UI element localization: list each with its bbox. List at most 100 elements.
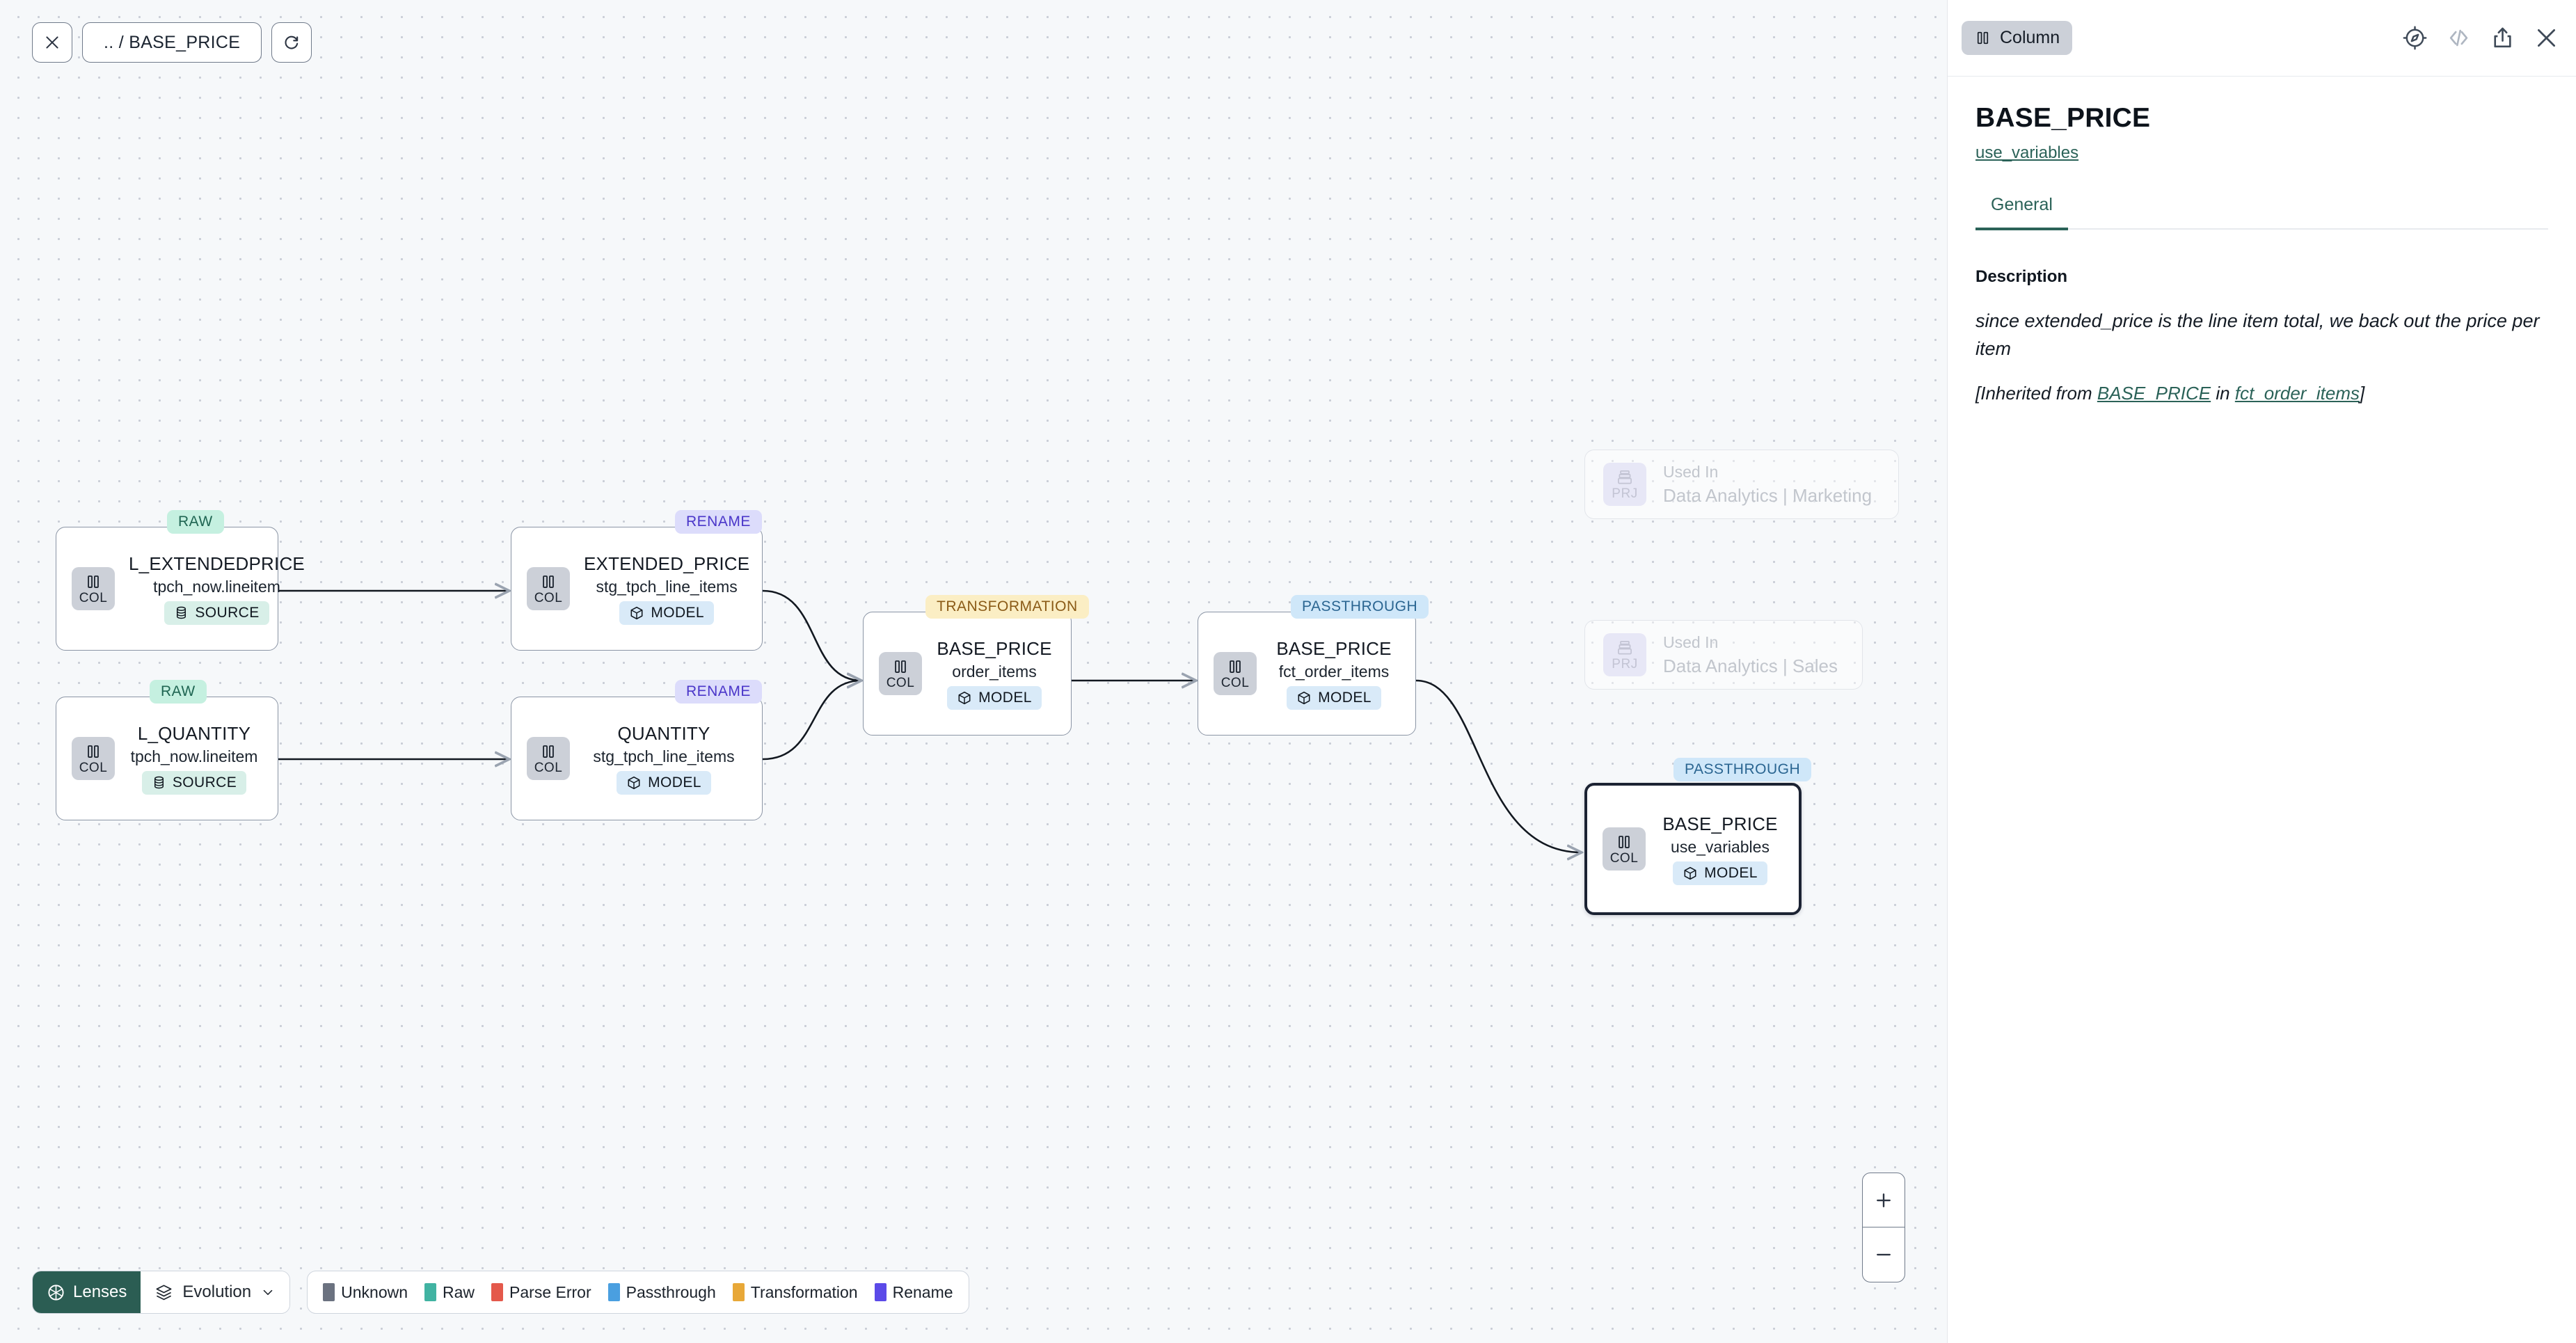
description-section: Description since extended_price is the … bbox=[1975, 267, 2548, 404]
node-title: EXTENDED_PRICE bbox=[584, 553, 750, 574]
node-type-label: PRJ bbox=[1612, 486, 1638, 501]
lenses-label: Lenses bbox=[73, 1282, 127, 1301]
explore-button[interactable] bbox=[2402, 25, 2428, 51]
node-type-chip: COL bbox=[1214, 652, 1257, 695]
columns-icon bbox=[1977, 31, 1989, 45]
node-materialization-label: MODEL bbox=[978, 689, 1032, 706]
refresh-button[interactable] bbox=[271, 22, 312, 63]
view-code-button[interactable] bbox=[2446, 25, 2472, 51]
columns-icon bbox=[1230, 660, 1241, 673]
page-title: BASE_PRICE bbox=[1975, 103, 2151, 133]
lens-selector-group: Lenses Evolution bbox=[32, 1271, 291, 1314]
node-title: BASE_PRICE bbox=[1276, 637, 1392, 659]
zoom-out-button[interactable] bbox=[1863, 1227, 1905, 1282]
node-type-label: COL bbox=[1221, 676, 1250, 690]
code-icon bbox=[2449, 29, 2468, 47]
lineage-legend: Unknown Raw Parse Error Passthrough Transfor… bbox=[307, 1271, 969, 1314]
node-type-label: COL bbox=[534, 591, 563, 605]
node-subtitle: stg_tpch_line_items bbox=[596, 577, 738, 596]
panel-action-buttons bbox=[2402, 25, 2563, 51]
legend-swatch bbox=[323, 1283, 335, 1301]
cube-icon bbox=[1684, 866, 1696, 880]
minus-icon bbox=[1877, 1253, 1891, 1256]
lens-tag-transform: TRANSFORMATION bbox=[925, 595, 1089, 619]
node-title: BASE_PRICE bbox=[937, 637, 1052, 659]
legend-item-unknown[interactable]: Unknown bbox=[323, 1283, 408, 1302]
entity-kind-label: Column bbox=[2000, 28, 2060, 47]
database-icon bbox=[177, 606, 186, 619]
used-in-label: Used In bbox=[1663, 633, 1719, 651]
node-materialization-label: SOURCE bbox=[195, 604, 260, 621]
node-subtitle: use_variables bbox=[1671, 837, 1770, 856]
evolution-label: Evolution bbox=[182, 1282, 252, 1301]
project-icon bbox=[1618, 641, 1632, 655]
graph-toolbar: .. / BASE_PRICE bbox=[32, 22, 312, 63]
zoom-in-button[interactable] bbox=[1863, 1173, 1905, 1227]
node-type-chip: COL bbox=[1603, 827, 1646, 871]
node-type-chip: COL bbox=[72, 737, 115, 780]
database-icon bbox=[154, 776, 164, 789]
node-title: L_EXTENDEDPRICE bbox=[129, 553, 305, 574]
tab-general[interactable]: General bbox=[1975, 195, 2068, 230]
inherited-column-link[interactable]: BASE_PRICE bbox=[2097, 382, 2211, 404]
description-inherited-note: [Inherited from BASE_PRICE in fct_order_… bbox=[1975, 383, 2548, 404]
node-subtitle: fct_order_items bbox=[1278, 662, 1390, 681]
entity-kind-badge: Column bbox=[1962, 21, 2073, 55]
close-graph-button[interactable] bbox=[32, 22, 72, 63]
aperture-icon bbox=[48, 1284, 64, 1301]
node-title: L_QUANTITY bbox=[137, 722, 251, 744]
lens-tag-raw: RAW bbox=[150, 680, 207, 704]
inherited-suffix: ] bbox=[2360, 382, 2365, 404]
node-materialization-label: MODEL bbox=[1318, 689, 1372, 706]
graph-node-used-in-marketing[interactable]: PRJ Used In Data Analytics | Marketing bbox=[1584, 450, 1899, 519]
share-button[interactable] bbox=[2490, 25, 2515, 51]
legend-item-transformation[interactable]: Transformation bbox=[732, 1283, 858, 1302]
legend-swatch bbox=[732, 1283, 745, 1301]
legend-swatch bbox=[491, 1283, 504, 1301]
breadcrumb[interactable]: .. / BASE_PRICE bbox=[82, 22, 262, 63]
columns-icon bbox=[895, 660, 906, 673]
node-type-label: COL bbox=[534, 761, 563, 775]
node-type-label: COL bbox=[886, 676, 915, 690]
refresh-icon bbox=[285, 35, 299, 49]
lens-tag-pass: PASSTHROUGH bbox=[1673, 758, 1812, 781]
legend-label: Parse Error bbox=[509, 1282, 591, 1301]
legend-swatch bbox=[424, 1283, 437, 1301]
lenses-button[interactable]: Lenses bbox=[33, 1271, 141, 1313]
evolution-selector[interactable]: Evolution bbox=[141, 1271, 290, 1313]
close-panel-button[interactable] bbox=[2534, 25, 2559, 51]
cube-icon bbox=[628, 776, 640, 789]
node-materialization-badge: MODEL bbox=[617, 770, 711, 795]
node-subtitle: tpch_now.lineitem bbox=[153, 577, 280, 596]
used-in-project: Data Analytics | Marketing bbox=[1663, 484, 1873, 506]
node-materialization-badge: MODEL bbox=[947, 685, 1042, 710]
lens-tag-pass: PASSTHROUGH bbox=[1291, 595, 1429, 619]
detail-panel-header: Column bbox=[1948, 0, 2576, 77]
node-type-chip: PRJ bbox=[1603, 463, 1646, 506]
columns-icon bbox=[88, 745, 99, 758]
share-icon bbox=[2494, 27, 2511, 48]
plus-icon bbox=[1877, 1193, 1891, 1207]
parent-model-link[interactable]: use_variables bbox=[1975, 143, 2079, 162]
node-type-chip: COL bbox=[527, 737, 570, 780]
detail-tabs: General bbox=[1975, 195, 2548, 230]
legend-item-rename[interactable]: Rename bbox=[874, 1283, 953, 1302]
node-materialization-badge: SOURCE bbox=[164, 601, 269, 625]
used-in-label: Used In bbox=[1663, 462, 1719, 481]
node-title: BASE_PRICE bbox=[1662, 813, 1778, 834]
inherited-model-link[interactable]: fct_order_items bbox=[2234, 382, 2360, 404]
legend-label: Raw bbox=[443, 1282, 475, 1301]
columns-icon bbox=[88, 575, 99, 588]
legend-item-raw[interactable]: Raw bbox=[424, 1283, 475, 1302]
legend-item-passthrough[interactable]: Passthrough bbox=[607, 1283, 716, 1302]
legend-item-parse-error[interactable]: Parse Error bbox=[491, 1283, 591, 1302]
